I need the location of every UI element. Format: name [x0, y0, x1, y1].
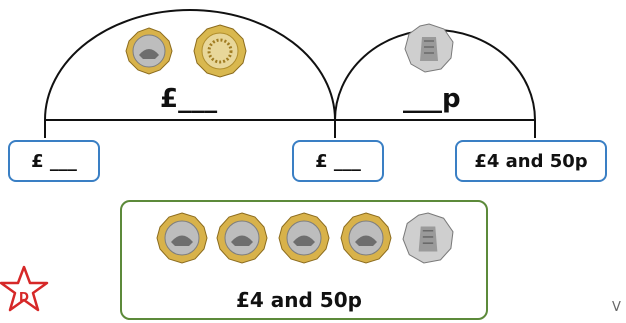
corner-mark: V [612, 300, 621, 315]
pounds-label: £___ [160, 84, 218, 114]
fifty-pence-coin-icon [404, 23, 454, 73]
pounds-answer-box[interactable]: £ ___ [8, 140, 100, 182]
pound-coin-icon [340, 212, 392, 264]
pound-coin-icon [193, 24, 247, 78]
pounds-arc [44, 9, 336, 121]
pence-label: ___p [403, 84, 461, 114]
pound-coin-icon [125, 27, 173, 75]
pence-answer-box[interactable]: £ ___ [292, 140, 384, 182]
star-badge-icon [0, 265, 49, 312]
fifty-pence-coin-icon [402, 212, 454, 264]
pound-coin-icon [278, 212, 330, 264]
badge-letter: D [19, 290, 29, 304]
pound-coin-icon [156, 212, 208, 264]
pound-coin-icon [216, 212, 268, 264]
group-total-label: £4 and 50p [236, 288, 362, 312]
total-box: £4 and 50p [455, 140, 607, 182]
